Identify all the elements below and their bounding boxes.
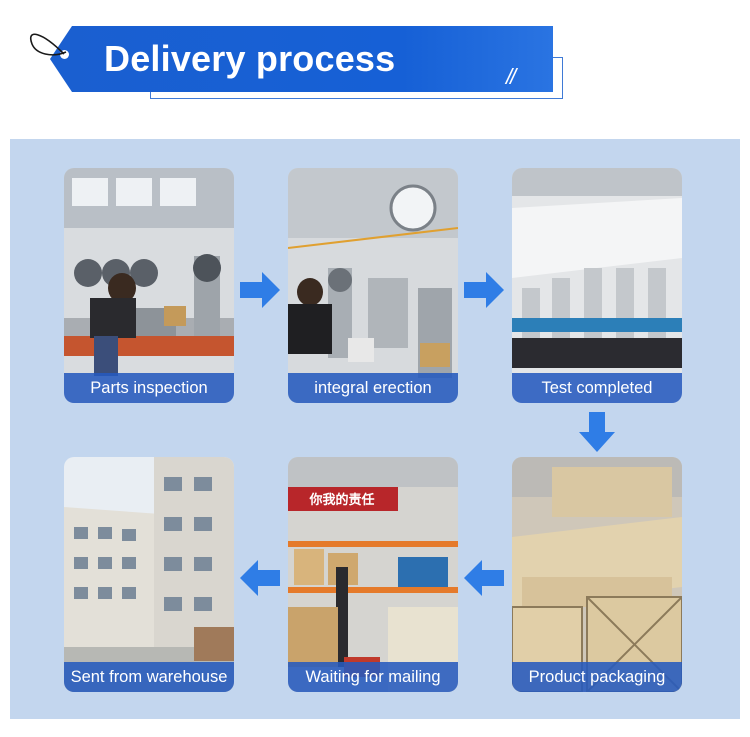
- step-card-waiting-for-mailing: 你我的责任 Waiting for mailing: [288, 457, 458, 692]
- photo-wooden-crates: [512, 457, 682, 692]
- photo-factory-building: [64, 457, 234, 692]
- photo-workshop-inspection: [64, 168, 234, 403]
- arrow-right-icon: [464, 272, 504, 308]
- tag-string-icon: [29, 33, 67, 56]
- tag-hole-icon: [60, 50, 69, 59]
- step-card-sent-from-warehouse: Sent from warehouse: [64, 457, 234, 692]
- step-caption: Product packaging: [512, 662, 682, 692]
- photo-finished-machines: [512, 168, 682, 403]
- arrow-down-icon: [579, 412, 615, 452]
- step-caption: Parts inspection: [64, 373, 234, 403]
- arrow-left-icon: [240, 560, 280, 596]
- arrow-left-icon: [464, 560, 504, 596]
- step-card-integral-erection: integral erection: [288, 168, 458, 403]
- step-card-product-packaging: Product packaging: [512, 457, 682, 692]
- step-card-test-completed: Test completed: [512, 168, 682, 403]
- arrow-right-icon: [240, 272, 280, 308]
- step-caption: Sent from warehouse: [64, 662, 234, 692]
- step-caption: Test completed: [512, 373, 682, 403]
- title-tag: [50, 26, 553, 92]
- step-caption: integral erection: [288, 373, 458, 403]
- step-caption: Waiting for mailing: [288, 662, 458, 692]
- photo-assembly-line: [288, 168, 458, 403]
- page-title: Delivery process: [104, 38, 396, 79]
- step-card-parts-inspection: Parts inspection: [64, 168, 234, 403]
- title-decoration: //: [506, 64, 516, 89]
- warehouse-banner-text: 你我的责任: [309, 493, 375, 508]
